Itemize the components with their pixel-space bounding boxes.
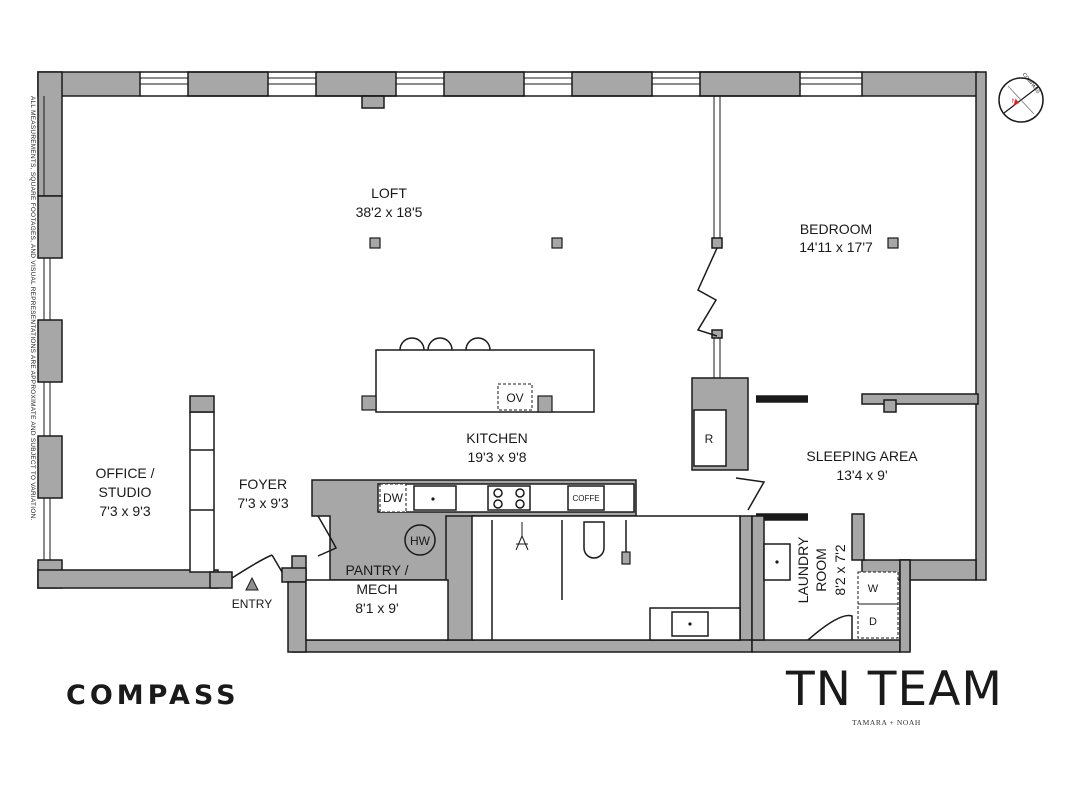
- interior-walls: [189, 96, 979, 653]
- compass-logo: COMPASS: [66, 680, 240, 711]
- kitchen-dims: 19'3 x 9'8: [467, 449, 526, 465]
- coffee-label: COFFE: [572, 494, 599, 503]
- pantry: [305, 524, 449, 641]
- office-name-2: STUDIO: [99, 484, 152, 500]
- laundry-name-2: ROOM: [813, 548, 829, 592]
- dryer-label: D: [869, 616, 877, 628]
- team-subtitle: TAMARA + NOAH: [852, 718, 921, 727]
- laundry: [763, 543, 899, 639]
- team-logo: TN TEAM: [786, 662, 1003, 717]
- fridge-label: R: [705, 432, 714, 446]
- foyer-dims: 7'3 x 9'3: [237, 495, 288, 511]
- office-dims: 7'3 x 9'3: [99, 503, 150, 519]
- doors: [231, 477, 853, 641]
- bathroom: [471, 515, 741, 641]
- office-name-1: OFFICE /: [95, 465, 154, 481]
- pantry-name-1: PANTRY /: [345, 562, 408, 578]
- kitchen-name: KITCHEN: [466, 430, 527, 446]
- kitchen-island: [361, 337, 595, 413]
- oven-label: OV: [506, 391, 523, 405]
- loft-dims: 38'2 x 18'5: [356, 204, 423, 220]
- pantry-dims: 8'1 x 9': [355, 600, 398, 616]
- washer-label: W: [868, 583, 879, 595]
- compass-rose: [998, 77, 1044, 123]
- compass-north-label: N: [1012, 99, 1016, 105]
- kitchen-counter: [377, 483, 635, 513]
- water-heater-label: HW: [410, 534, 431, 548]
- columns: [369, 237, 899, 249]
- bedroom-name: BEDROOM: [800, 221, 872, 237]
- entry-marker: [245, 576, 259, 591]
- laundry-name-1: LAUNDRY: [795, 536, 811, 603]
- laundry-dims: 8'2 x 7'2: [832, 544, 848, 595]
- pantry-name-2: MECH: [356, 581, 397, 597]
- loft-name: LOFT: [371, 185, 407, 201]
- room-labels: LOFT 38'2 x 18'5 BEDROOM 14'11 x 17'7 KI…: [95, 185, 918, 616]
- sleeping-dims: 13'4 x 9': [836, 467, 887, 483]
- dishwasher-label: DW: [383, 491, 404, 505]
- sleeping-name: SLEEPING AREA: [806, 448, 918, 464]
- entry-label: ENTRY: [232, 597, 272, 611]
- foyer-name: FOYER: [239, 476, 287, 492]
- bedroom-dims: 14'11 x 17'7: [799, 239, 873, 255]
